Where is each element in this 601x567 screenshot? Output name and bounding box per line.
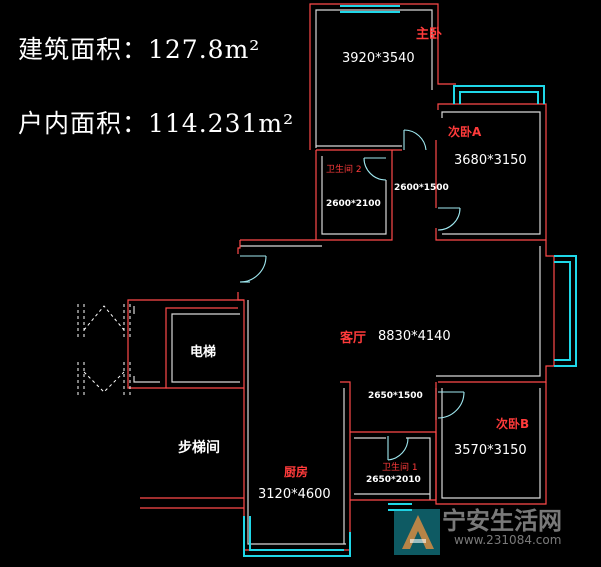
size-bedroom-a: 3680*3150 [454, 153, 527, 168]
door-bathroom-1 [387, 436, 409, 461]
size-bathroom-2: 2600*2100 [326, 199, 381, 209]
watermark: 宁安生活网 www.231084.com [392, 501, 597, 559]
windows [243, 5, 577, 557]
window-bottom [388, 503, 412, 511]
watermark-title: 宁安生活网 [442, 507, 562, 535]
door-master-bedroom [403, 129, 427, 151]
label-bathroom-1: 卫生间 1 [382, 461, 418, 473]
size-corridor-bottom: 2650*1500 [368, 391, 423, 401]
doors [239, 129, 465, 461]
size-master-bedroom: 3920*3540 [342, 51, 415, 66]
size-corridor-top: 2600*1500 [394, 183, 449, 193]
living-right-walls [436, 240, 555, 383]
label-bedroom-a: 次卧A [448, 124, 482, 139]
label-stairwell: 步梯间 [178, 439, 220, 456]
label-master-bedroom: 主卧 [416, 26, 442, 42]
label-kitchen: 厨房 [284, 464, 308, 479]
label-bedroom-b: 次卧B [496, 416, 529, 431]
bathroom-2-walls [240, 150, 393, 247]
dashed-door-lower [77, 362, 131, 398]
label-bathroom-2: 卫生间 2 [326, 163, 362, 175]
label-elevator: 电梯 [190, 344, 216, 360]
stair-doors [77, 304, 131, 398]
door-bedroom-b [437, 391, 465, 419]
size-living-room: 8830*4140 [378, 329, 451, 344]
master-bedroom-walls [309, 3, 456, 151]
dashed-door-upper [77, 304, 131, 340]
walls [127, 3, 555, 551]
window-living-room [554, 255, 577, 367]
door-entrance [239, 255, 267, 283]
label-living-room: 客厅 [340, 330, 366, 346]
room-labels: 主卧 3920*3540 次卧A 3680*3150 卫生间 2 2600*21… [178, 26, 529, 502]
building-area-text: 建筑面积：127.8m² [18, 35, 261, 64]
size-kitchen: 3120*4600 [258, 487, 331, 502]
entrance-walls [237, 240, 350, 551]
window-bedroom-a [453, 85, 545, 104]
bedroom-a-walls [435, 103, 547, 241]
watermark-url: www.231084.com [454, 533, 562, 547]
size-bedroom-b: 3570*3150 [454, 443, 527, 458]
elevator-walls [127, 299, 244, 509]
door-bathroom-2 [363, 157, 387, 181]
interior-area-text: 户内面积：114.231m² [18, 109, 295, 138]
watermark-logo-icon [394, 509, 440, 555]
window-master-bedroom [340, 5, 400, 13]
window-kitchen [243, 516, 351, 557]
door-bedroom-a [437, 207, 461, 231]
size-bathroom-1: 2650*2010 [366, 475, 421, 485]
bedroom-b-walls [435, 382, 547, 505]
